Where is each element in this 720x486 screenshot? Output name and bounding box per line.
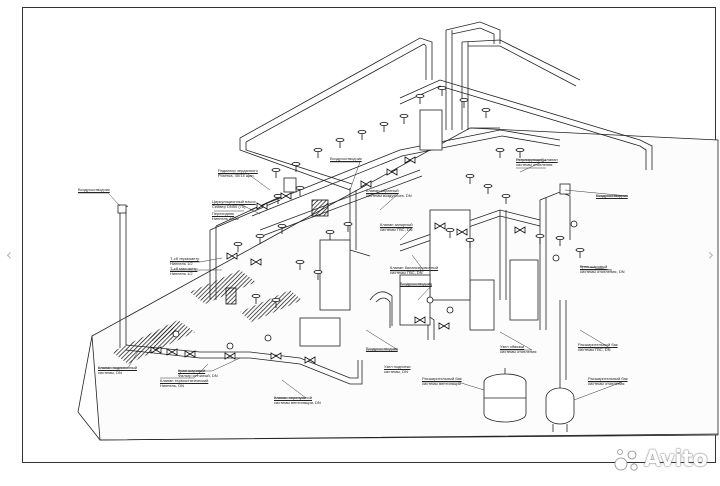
valve-body-icon xyxy=(226,252,238,260)
avito-logo-icon xyxy=(614,449,638,471)
label-air-vent-right: Воздухоотводчик xyxy=(596,193,628,198)
handwheel-icon xyxy=(277,223,287,228)
handwheel-icon xyxy=(271,297,281,302)
handwheel-icon xyxy=(465,173,475,178)
handwheel-icon xyxy=(445,227,455,232)
valve-body-icon xyxy=(250,258,262,266)
valve-body-icon xyxy=(150,346,162,354)
pressure-gauge-icon xyxy=(446,306,454,314)
handwheel-icon xyxy=(515,147,525,152)
floor-slab xyxy=(77,127,719,441)
handwheel-icon xyxy=(535,233,545,238)
pressure-gauge-icon xyxy=(426,296,434,304)
valve-body-icon xyxy=(438,322,450,330)
valve-body-icon xyxy=(434,222,446,230)
handwheel-icon xyxy=(501,193,511,198)
handwheel-icon xyxy=(481,108,491,113)
handwheel-icon xyxy=(357,129,367,134)
valves-and-fittings xyxy=(150,86,585,364)
valve-body-icon xyxy=(404,156,416,164)
equipment-pads xyxy=(112,270,302,364)
pressure-gauge-icon xyxy=(570,220,578,228)
pressure-gauge-icon xyxy=(552,254,560,262)
label-air-vent-center: Воздухоотводчик xyxy=(400,281,432,286)
handwheel-icon xyxy=(251,293,261,298)
valve-body-icon xyxy=(386,168,398,176)
pump-icon xyxy=(225,287,237,305)
expansion-tank-right xyxy=(545,380,575,432)
valve-body-icon xyxy=(256,202,268,210)
handwheel-icon xyxy=(335,137,345,142)
handwheel-icon xyxy=(495,147,505,152)
valve-body-icon xyxy=(360,180,372,188)
handwheel-icon xyxy=(233,241,243,246)
pump-icon xyxy=(311,199,329,217)
chevron-left-icon[interactable]: ‹ xyxy=(5,245,13,264)
handwheel-icon xyxy=(465,237,475,242)
handwheel-icon xyxy=(459,98,469,103)
valve-body-icon xyxy=(280,192,292,200)
expansion-tank-left xyxy=(483,368,527,423)
handwheel-icon xyxy=(483,183,493,188)
handwheel-icon xyxy=(437,86,447,91)
handwheel-icon xyxy=(325,229,335,234)
handwheel-icon xyxy=(343,221,353,226)
valve-body-icon xyxy=(166,348,178,356)
valve-body-icon xyxy=(270,352,282,360)
handwheel-icon xyxy=(575,247,585,252)
valve-body-icon xyxy=(456,228,468,236)
pressure-gauge-icon xyxy=(226,342,234,350)
label-air-vent-lower: Воздухоотводчик xyxy=(366,346,398,351)
pressure-gauge-icon xyxy=(264,334,272,342)
valve-body-icon xyxy=(184,350,196,358)
handwheel-icon xyxy=(271,167,281,172)
handwheel-icon xyxy=(313,147,323,152)
leader-lines xyxy=(78,159,629,401)
handwheel-icon xyxy=(555,235,565,240)
valve-body-icon xyxy=(414,316,426,324)
main-pipes xyxy=(117,21,653,385)
handwheel-icon xyxy=(295,259,305,264)
handwheel-icon xyxy=(295,185,305,190)
handwheel-icon xyxy=(255,233,265,238)
pressure-gauge-icon xyxy=(172,330,180,338)
handwheel-icon xyxy=(415,94,425,99)
valve-body-icon xyxy=(224,352,236,360)
valve-body-icon xyxy=(304,356,316,364)
handwheel-icon xyxy=(379,122,389,127)
handwheel-icon xyxy=(313,269,323,274)
label-air-vent-top: Воздухоотводчик xyxy=(330,156,362,161)
watermark-text: Avito xyxy=(644,447,708,472)
label-air-vent-left: Воздухоотводчик xyxy=(78,187,110,192)
valve-body-icon xyxy=(514,226,526,234)
handwheel-icon xyxy=(291,161,301,166)
chevron-right-icon[interactable]: › xyxy=(707,245,715,264)
handwheel-icon xyxy=(399,114,409,119)
